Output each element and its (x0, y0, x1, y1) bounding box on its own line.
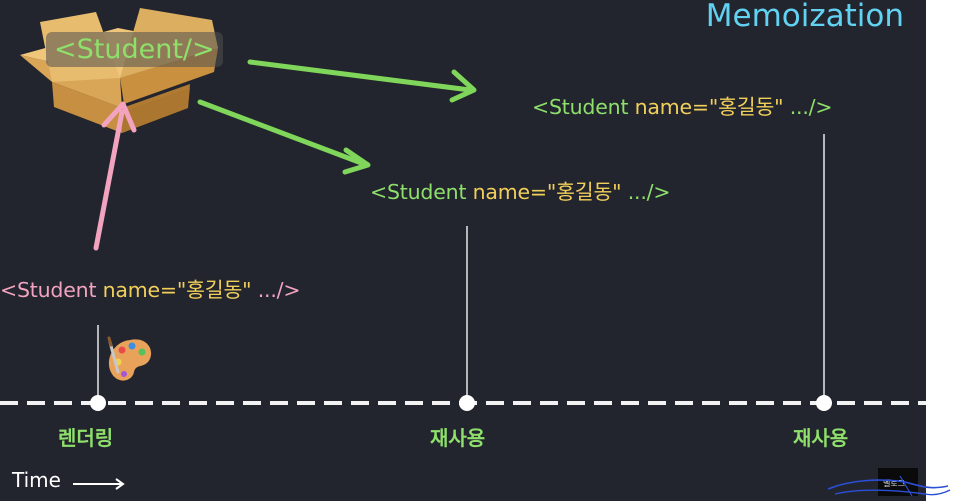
green-arrow-middle (197, 99, 371, 175)
diagram-title: Memoization (705, 0, 904, 34)
marker-dot-reuse-2 (816, 395, 832, 411)
code-attr: name= (472, 180, 548, 204)
code-rest: .../> (251, 278, 301, 302)
code-rest: .../> (621, 180, 671, 204)
palette-icon (107, 336, 152, 381)
corner-thumbnail-text: 벨로그 (883, 479, 906, 488)
diagram-canvas: Memoization <Student/> <Student name="홍길… (0, 0, 926, 501)
code-tag: <Student (0, 278, 103, 302)
code-label-reuse-1: <Student name="홍길동" .../> (370, 175, 671, 205)
code-label-render: <Student name="홍길동" .../> (0, 273, 301, 303)
marker-label-render: 렌더링 (58, 426, 114, 450)
box-icon (20, 8, 218, 133)
marker-dot-reuse-1 (459, 395, 475, 411)
code-tag: <Student (370, 180, 473, 204)
code-rest: .../> (783, 95, 833, 119)
marker-label-reuse-2: 재사용 (793, 426, 849, 450)
code-attr: name= (634, 95, 710, 119)
time-axis-label: Time (12, 468, 61, 492)
code-value: "홍길동" (546, 180, 622, 204)
code-tag: <Student (532, 95, 635, 119)
code-attr: name= (102, 278, 178, 302)
marker-label-reuse-1: 재사용 (430, 426, 486, 450)
code-value: "홍길동" (176, 278, 252, 302)
marker-dot-render (90, 395, 106, 411)
box-label: <Student/> (46, 32, 223, 67)
pink-arrow (93, 101, 137, 251)
code-value: "홍길동" (708, 95, 784, 119)
code-label-reuse-2: <Student name="홍길동" .../> (532, 90, 833, 120)
green-arrow-top (247, 59, 477, 103)
arrow-right-icon (73, 478, 125, 490)
